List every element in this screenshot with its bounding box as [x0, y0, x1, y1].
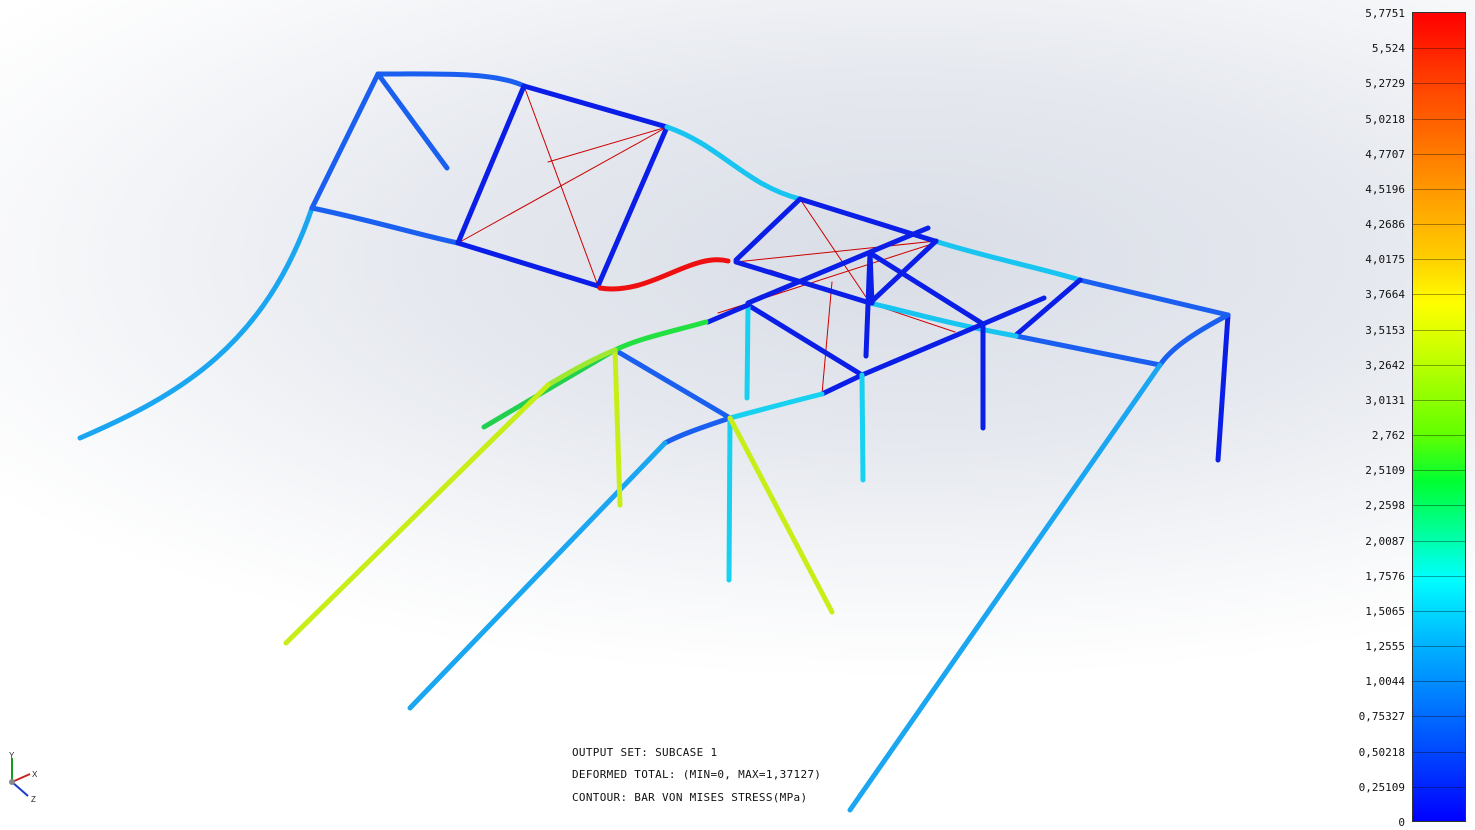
- colorbar-label: 0,75327: [1358, 710, 1405, 724]
- colorbar-tick: [1413, 435, 1465, 437]
- triad-x-label: X: [32, 770, 38, 779]
- colorbar-label: 4,7707: [1365, 147, 1405, 161]
- colorbar-label: 0: [1398, 816, 1405, 829]
- colorbar-tick: [1413, 751, 1465, 753]
- colorbar-tick: [1413, 646, 1465, 648]
- stress-colorbar: [1412, 12, 1466, 822]
- colorbar-label: 3,5153: [1365, 323, 1405, 337]
- contour-label: CONTOUR: BAR VON MISES STRESS(MPa): [572, 791, 808, 804]
- colorbar-label: 1,2555: [1365, 640, 1405, 654]
- colorbar-tick: [1413, 399, 1465, 401]
- left-curved-beam: [77, 205, 315, 441]
- colorbar-tick: [1413, 224, 1465, 226]
- x-axis-icon: [11, 773, 31, 783]
- colorbar-label: 5,2729: [1365, 77, 1405, 91]
- colorbar-tick: [1413, 259, 1465, 261]
- colorbar-tick: [1413, 329, 1465, 331]
- colorbar-tick: [1413, 575, 1465, 577]
- colorbar-tick: [1413, 83, 1465, 85]
- colorbar-label: 5,524: [1371, 42, 1405, 56]
- colorbar-tick: [1413, 786, 1465, 788]
- triad-y-label: Y: [9, 752, 15, 760]
- triad-z-label: Z: [31, 795, 36, 804]
- max-stress-member: [597, 257, 731, 292]
- colorbar-label: 2,762: [1371, 429, 1405, 443]
- colorbar-tick: [1413, 294, 1465, 296]
- z-axis-icon: [11, 781, 29, 797]
- colorbar-tick: [1413, 610, 1465, 612]
- axis-triad: Y X Z: [9, 752, 38, 804]
- deformed-total-label: DEFORMED TOTAL: (MIN=0, MAX=1,37127): [572, 768, 822, 781]
- colorbar-label: 2,5109: [1365, 464, 1405, 478]
- colorbar-tick: [1413, 470, 1465, 472]
- colorbar-label: 4,5196: [1365, 182, 1405, 196]
- frame-members: [77, 71, 1231, 813]
- colorbar-label: 1,7576: [1365, 569, 1405, 583]
- bracing-cables: [457, 85, 956, 395]
- colorbar-tick: [1413, 716, 1465, 718]
- colorbar-label: 5,7751: [1365, 7, 1405, 20]
- triad-origin-icon: [9, 779, 15, 785]
- colorbar-tick: [1413, 48, 1465, 50]
- colorbar-tick: [1413, 118, 1465, 120]
- colorbar-label: 3,0131: [1365, 393, 1405, 407]
- colorbar-tick: [1413, 681, 1465, 683]
- colorbar-label: 2,2598: [1365, 499, 1405, 513]
- colorbar-label: 4,2686: [1365, 218, 1405, 232]
- colorbar-label: 2,0087: [1365, 534, 1405, 548]
- output-set-label: OUTPUT SET: SUBCASE 1: [572, 746, 718, 759]
- colorbar-tick: [1413, 505, 1465, 507]
- top-cyan-curve: [664, 124, 803, 202]
- colorbar-tick: [1413, 153, 1465, 155]
- colorbar-label: 3,2642: [1365, 358, 1405, 372]
- colorbar-label: 0,25109: [1358, 780, 1405, 794]
- colorbar-label: 3,7664: [1365, 288, 1405, 302]
- colorbar-label: 0,50218: [1358, 745, 1405, 759]
- colorbar-label: 4,0175: [1365, 253, 1405, 267]
- colorbar-tick: [1413, 364, 1465, 366]
- colorbar-label: 1,0044: [1365, 675, 1405, 689]
- colorbar-label: 5,0218: [1365, 112, 1405, 126]
- rear-top-beam: [375, 71, 527, 89]
- colorbar-label: 1,5065: [1365, 604, 1405, 618]
- colorbar-tick: [1413, 540, 1465, 542]
- colorbar-tick: [1413, 188, 1465, 190]
